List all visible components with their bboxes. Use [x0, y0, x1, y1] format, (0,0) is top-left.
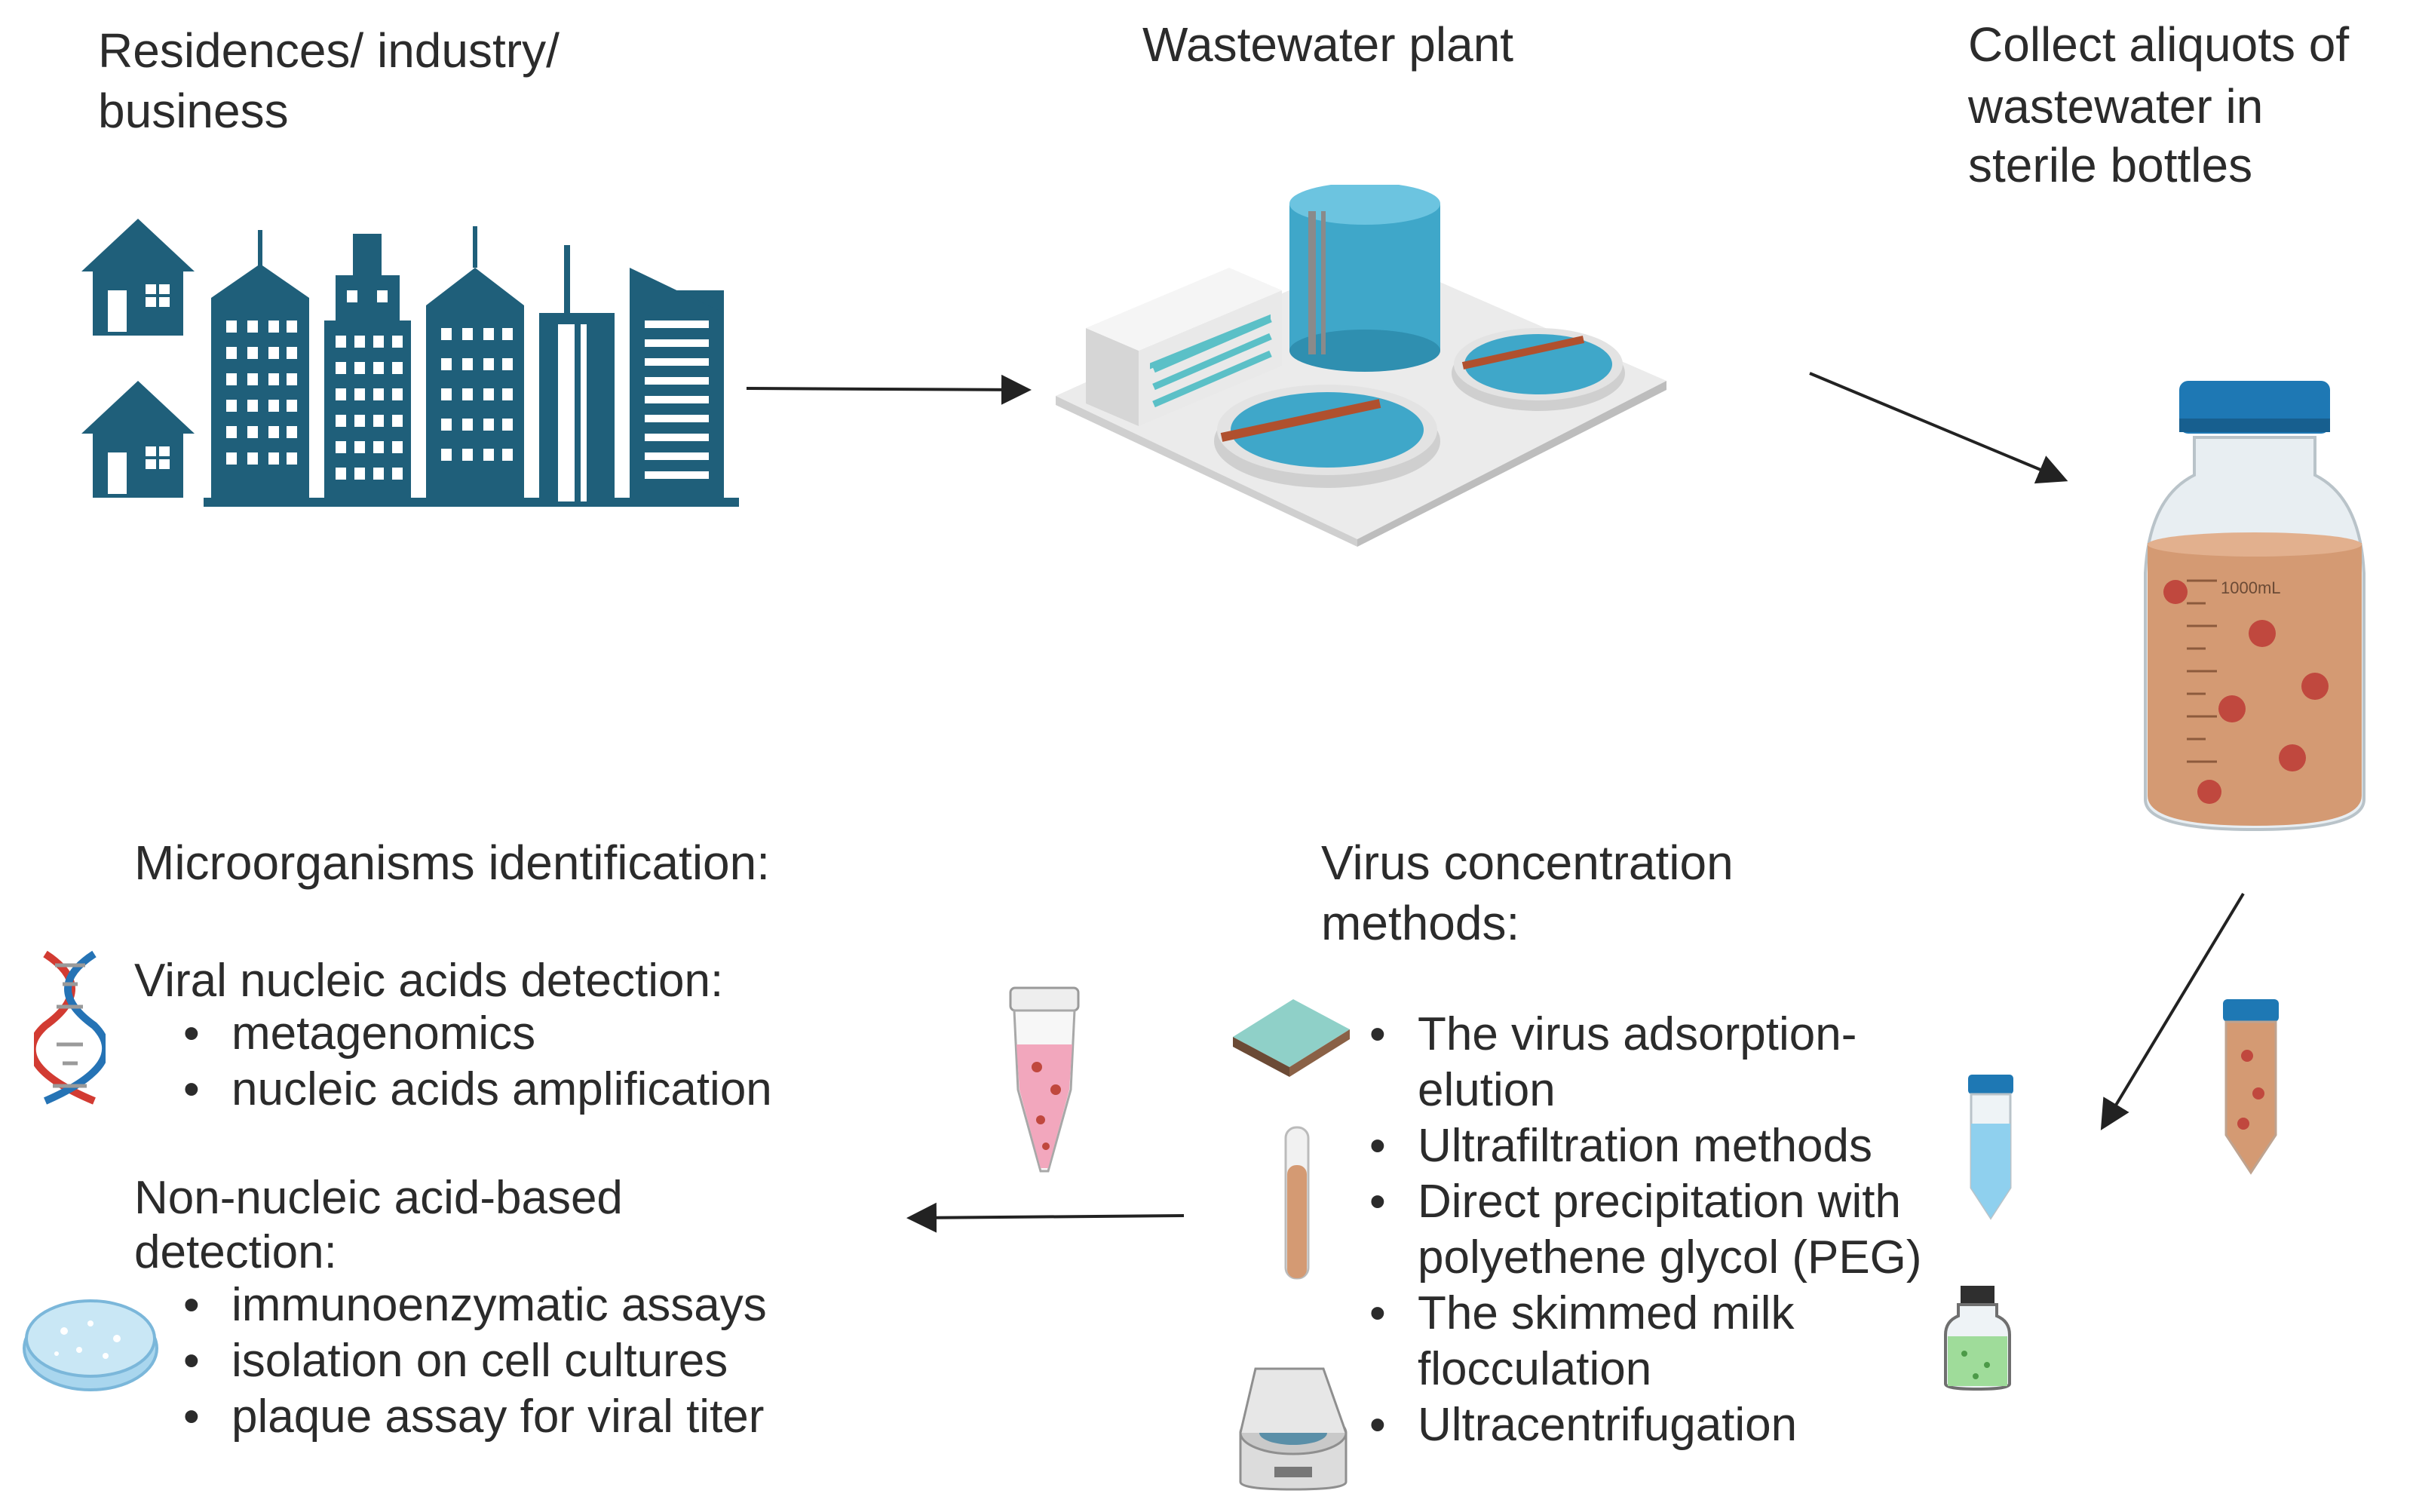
nucleic-item: nucleic acids amplification	[183, 1062, 772, 1118]
collect-title-line2: wastewater in	[1968, 79, 2264, 133]
centrifuge-icon	[1233, 1361, 1354, 1493]
non-nucleic-heading-line2: detection:	[134, 1226, 337, 1278]
bottle-volume-label: 1000mL	[2221, 578, 2281, 597]
arrow-concentration-to-identification	[906, 1202, 1185, 1233]
non-nucleic-item: plaque assay for viral titer	[183, 1389, 767, 1445]
small-tube-icon	[1964, 1071, 2017, 1222]
non-nucleic-item: isolation on cell cultures	[183, 1333, 767, 1389]
vial-icon	[1942, 1282, 2013, 1391]
non-nucleic-heading-line1: Non-nucleic acid-based	[134, 1172, 623, 1224]
dna-icon	[34, 950, 106, 1105]
test-tube-icon	[1282, 1124, 1312, 1286]
method-item: Ultracentrifugation	[1369, 1397, 1922, 1453]
house-icon	[81, 377, 195, 501]
plant-title: Wastewater plant	[1142, 17, 1514, 72]
nucleic-item: metagenomics	[183, 1006, 772, 1062]
identification-title: Microorganisms identification:	[134, 836, 770, 890]
nucleic-heading: Viral nucleic acids detection:	[134, 955, 724, 1007]
concentration-title-line1: Virus concentration	[1321, 836, 1734, 890]
microcentrifuge-tube-icon	[1003, 984, 1086, 1176]
nucleic-methods-list: metagenomics nucleic acids amplification	[183, 1006, 772, 1118]
collect-title-line3: sterile bottles	[1968, 138, 2253, 192]
non-nucleic-methods-list: immunoenzymatic assays isolation on cell…	[183, 1277, 767, 1445]
sample-bottle-icon: 1000mL	[2134, 377, 2375, 837]
non-nucleic-item: immunoenzymatic assays	[183, 1277, 767, 1333]
filter-membrane-icon	[1229, 995, 1354, 1078]
collect-title-line1: Collect aliquots of	[1968, 17, 2350, 72]
method-item: Ultrafiltration methods	[1369, 1118, 1922, 1174]
wastewater-treatment-plant-icon	[1056, 185, 1674, 547]
arrow-plant-to-bottle	[1809, 372, 2068, 484]
petri-dish-icon	[19, 1282, 162, 1395]
concentration-title-line2: methods:	[1321, 896, 1520, 950]
concentration-methods-list: The virus adsorption-elution Ultrafiltra…	[1369, 1007, 1922, 1453]
conical-tube-icon	[2217, 995, 2285, 1176]
arrow-sources-to-plant	[746, 374, 1032, 405]
house-icon	[81, 215, 195, 339]
sources-title-line2: business	[98, 84, 289, 138]
sources-title-line1: Residences/ industry/	[98, 23, 560, 78]
city-buildings-icon	[204, 222, 739, 513]
method-item: The virus adsorption-elution	[1369, 1007, 1922, 1118]
